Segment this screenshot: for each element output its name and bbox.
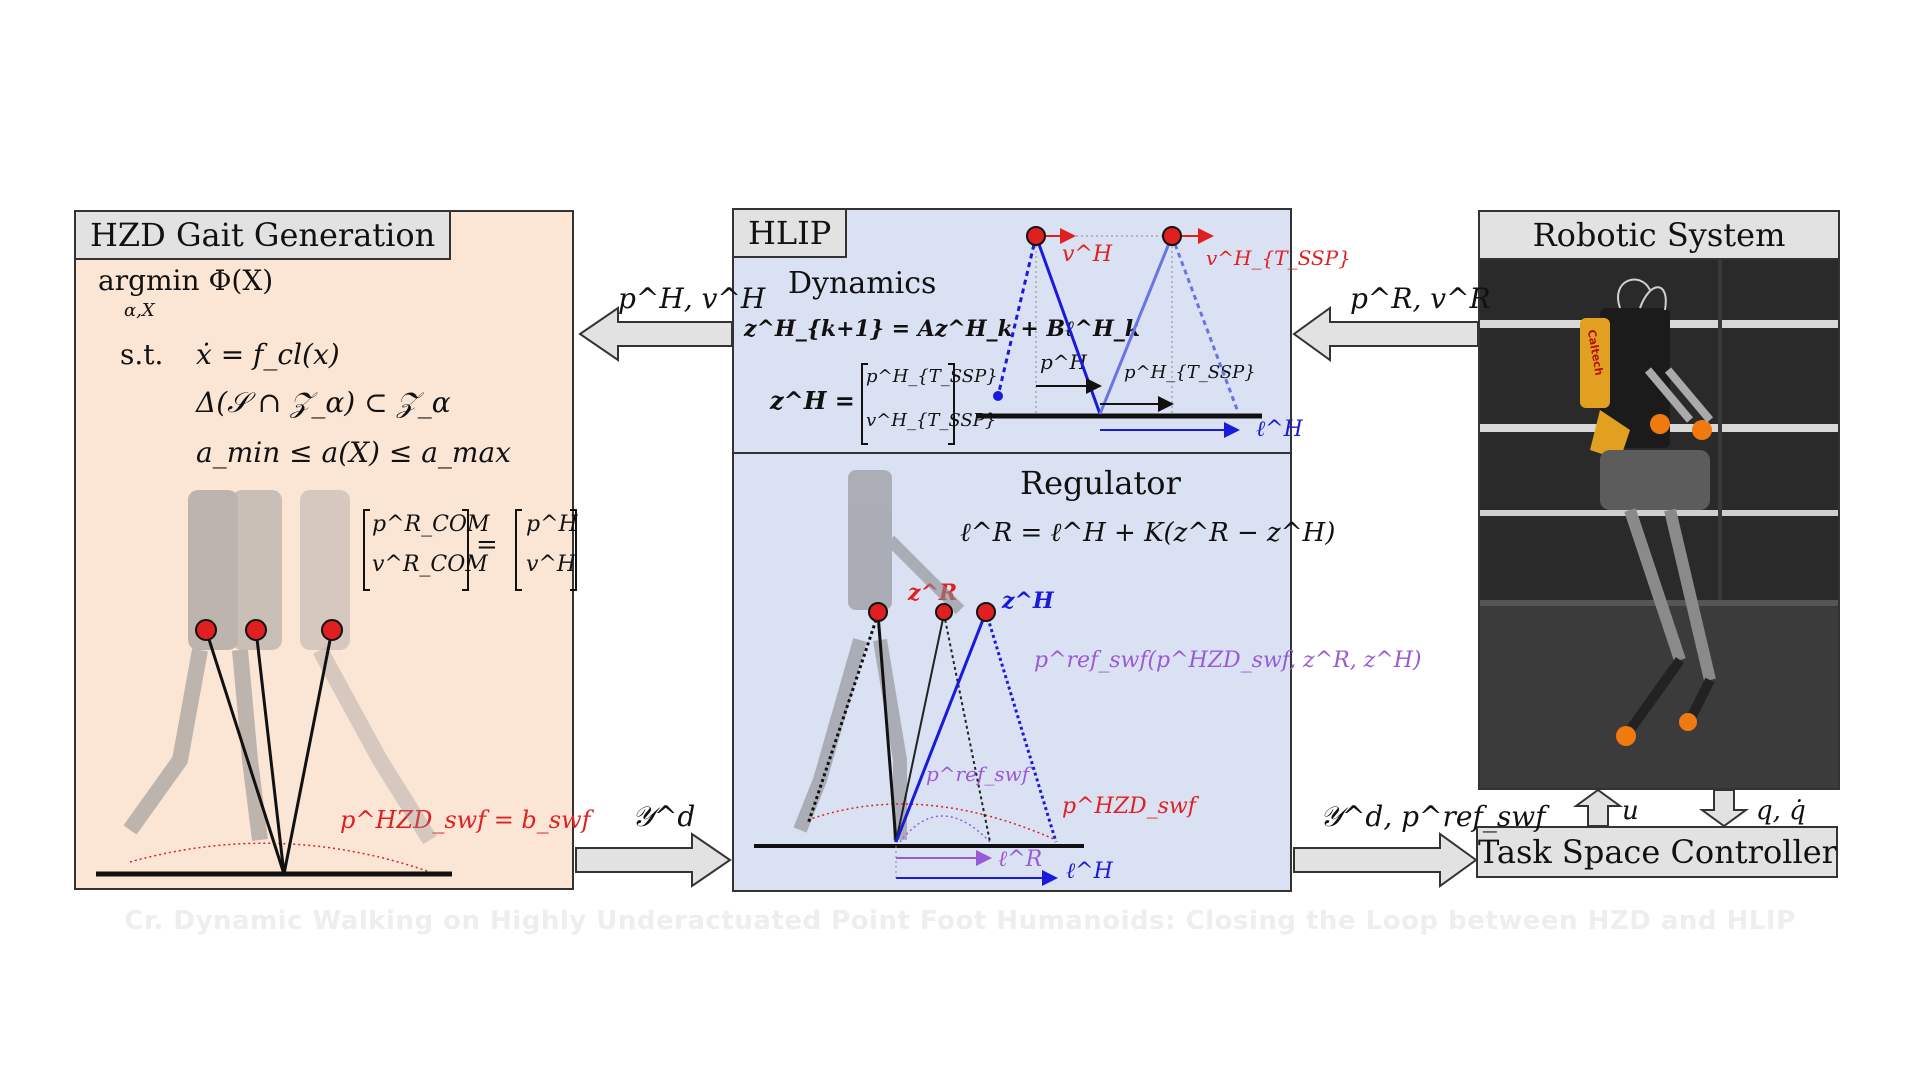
regulator-phzd-label: p^HZD_swf [1062,794,1196,819]
hzd-objective-sub: α,X [124,300,155,321]
arrow-label-hzd-to-regulator: 𝒴^d [632,800,696,833]
regulator-pref-label: p^ref_swf(p^HZD_swf, z^R, z^H) [1034,648,1422,673]
arrow-controller-up [1572,788,1624,827]
regulator-title: Regulator [1020,464,1181,502]
controller-state-q: q, q̇ [1756,796,1806,826]
hzd-panel-title: HZD Gait Generation [76,212,452,260]
hlip-fig-position: p^H [1040,350,1088,374]
arrow-hlip-to-hzd [578,306,733,362]
hlip-fig-position-tssp: p^H_{T_SSP} [1124,362,1256,383]
regulator-zR-label: z^R [908,580,958,606]
hzd-match-lhs-p: p^R_COM [372,512,490,537]
robot-photo-drawing [1480,260,1838,788]
controller-input-u: u [1622,796,1639,826]
arrow-hzd-to-regulator [575,832,732,888]
arrow-label-regulator-to-controller: 𝒴^d, p^ref_swf [1320,800,1546,833]
regulator-lR-label: ℓ^R [998,847,1043,872]
hlip-panel-title: HLIP [734,210,848,258]
regulator-law: ℓ^R = ℓ^H + K(z^R − z^H) [960,518,1336,548]
robot-wires [1617,278,1667,311]
hlip-fig-velocity: v^H [1062,242,1113,267]
robot-panel-title: Robotic System [1478,210,1840,260]
hlip-fig-step-length: ℓ^H [1256,417,1303,442]
hzd-match-lhs-v: v^R_COM [372,552,488,577]
hzd-objective: argmin Φ(X) [98,264,274,297]
regulator-lH-label: ℓ^H [1066,859,1113,884]
hzd-match-rhs-p: p^H [526,512,578,537]
task-space-controller: Task Space Controller [1476,826,1838,878]
hzd-st-label: s.t. [120,338,164,371]
hlip-fig-velocity-tssp: v^H_{T_SSP} [1206,246,1351,270]
hzd-match-rhs-v: v^H [526,552,577,577]
hlip-dynamics-equation: z^H_{k+1} = Az^H_k + Bℓ^H_k [744,316,1140,342]
robot-photo: Caltech [1478,258,1840,790]
hzd-constraint-impact: Δ(𝒮 ∩ 𝒵_α) ⊂ 𝒵_α [196,386,451,419]
hlip-state-lhs: z^H = [770,386,855,415]
hzd-constraint-dynamics: ẋ = f_cl(x) [196,338,340,371]
arrow-regulator-to-controller [1293,832,1478,888]
figure-caption: Cr. Dynamic Walking on Highly Underactua… [124,906,1796,936]
arrow-label-hlip-to-hzd: p^H, v^H [618,282,766,315]
hzd-constraint-bounds: a_min ≤ a(X) ≤ a_max [196,436,511,469]
hlip-state-p: p^H_{T_SSP} [866,366,998,387]
hzd-match-equals: = [476,530,498,560]
regulator-zH-label: z^H [1002,588,1054,614]
arrow-robot-to-hlip [1292,306,1479,362]
regulator-pref-short: p^ref_swf [926,762,1030,786]
hzd-swing-foot-label: p^HZD_swf = b_swf [340,806,591,834]
arrow-label-robot-to-hlip: p^R, v^R [1350,282,1491,315]
hlip-dynamics-title: Dynamics [788,266,937,301]
arrow-robot-down [1698,789,1750,828]
hlip-state-v: v^H_{T_SSP} [866,410,997,431]
